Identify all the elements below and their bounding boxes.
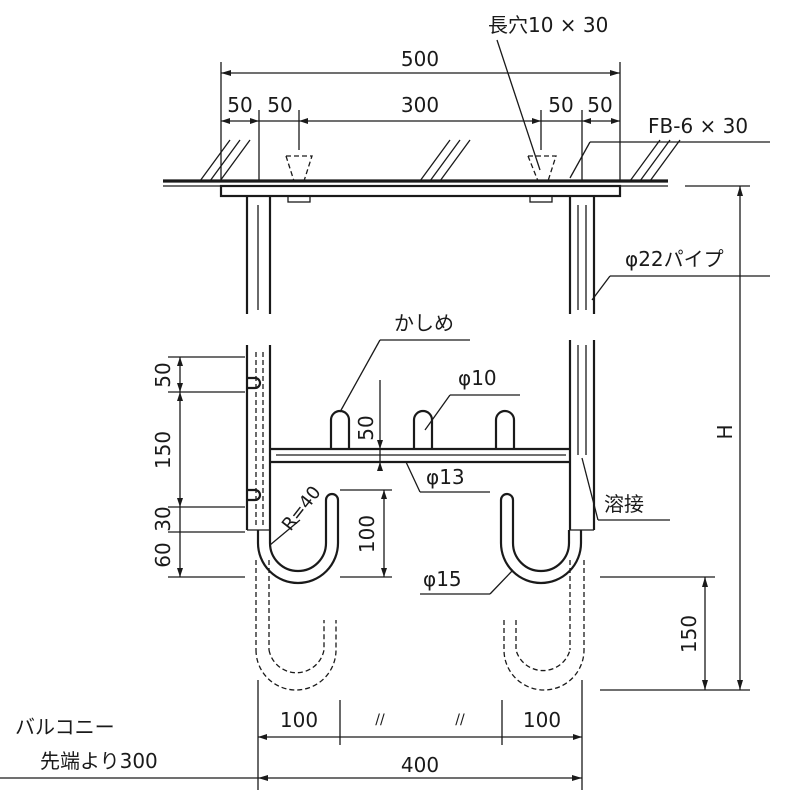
label-slot: 長穴10 × 30 [488,13,608,37]
dim-left-50a: 50 [227,93,252,117]
dim-top-total: 500 [401,47,439,71]
dim-right-50a: 50 [548,93,573,117]
label-flat-bar: FB-6 × 30 [648,114,748,138]
ceiling-slab [163,139,681,187]
label-kashime: かしめ [394,311,454,335]
leaders [269,39,770,595]
dim-left-50b: 50 [267,93,292,117]
lower-position-right [503,560,585,691]
dim-hook-100: 100 [355,515,379,553]
dim-vertical-30: 30 [151,506,175,531]
label-balcony-line2: 先端より300 [40,749,158,773]
hook-right [499,492,583,585]
label-phi10: φ10 [458,366,497,390]
dim-vertical-60: 60 [151,542,175,567]
dim-bottom-break-right: // [455,712,465,728]
dim-right-50b: 50 [587,93,612,117]
dim-radius: R=40 [278,482,326,535]
dim-right-150: 150 [677,615,701,653]
hook-left [256,492,340,585]
left-pipe [245,196,272,531]
dim-vertical-150: 150 [151,431,175,469]
arrowheads [177,70,743,781]
dimension-texts: 500 50 50 300 50 50 50 150 30 60 50 100 … [151,47,737,777]
lower-position-left [255,560,337,691]
anchor-left [285,155,313,203]
label-balcony-line1: バルコニー [15,715,115,739]
dim-bottom-400: 400 [401,753,439,777]
flat-bar-plate [219,184,622,198]
dim-right-H: H [713,424,737,439]
label-pipe: φ22パイプ [625,247,724,271]
dim-middle-300: 300 [401,93,439,117]
dim-vertical-50: 50 [151,362,175,387]
right-pipe [568,196,596,531]
dim-hook-50: 50 [354,415,378,440]
label-phi15: φ15 [423,567,462,591]
cross-bar [270,447,570,464]
dim-lines [0,62,750,790]
dim-bottom-100-right: 100 [523,708,561,732]
dim-bottom-100-left: 100 [280,708,318,732]
anchor-right [527,155,557,203]
label-phi13: φ13 [426,465,465,489]
label-weld: 溶接 [604,492,644,516]
dim-bottom-break-left: // [375,712,385,728]
callout-texts: 長穴10 × 30 FB-6 × 30 φ22パイプ かしめ φ10 φ13 溶… [15,13,748,773]
